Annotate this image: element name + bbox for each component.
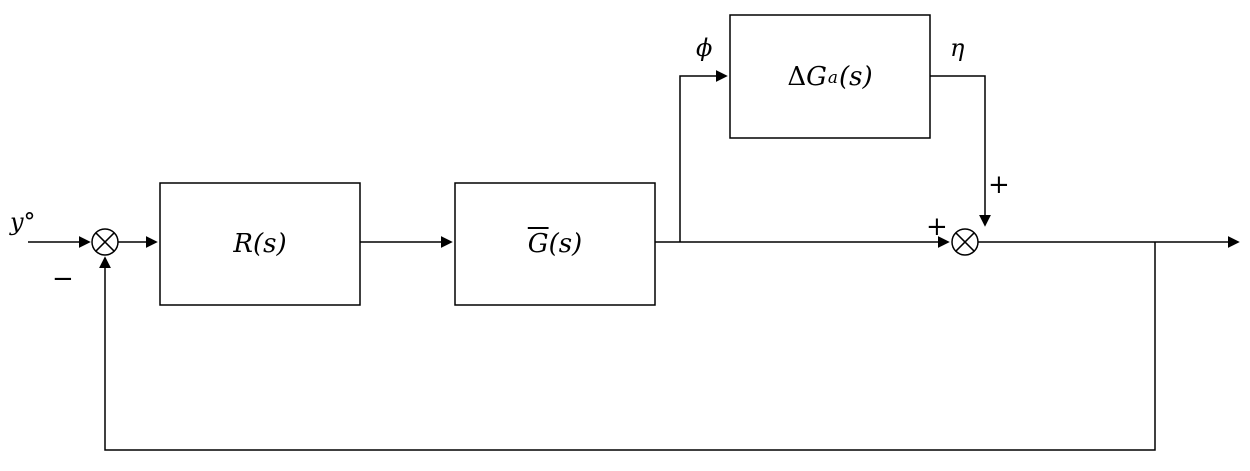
- feedback-line: [99, 242, 1156, 451]
- summing-junction-input: [91, 228, 119, 256]
- phi-label: ϕ: [696, 34, 713, 62]
- uncertainty-g-text: G: [806, 61, 827, 92]
- uncertainty-sub-text: a: [827, 66, 838, 87]
- plant-label: G(s): [455, 183, 655, 305]
- uncertainty-delta-text: Δ: [787, 61, 807, 92]
- summing-junction-output-cross: [955, 232, 975, 252]
- uncertainty-block: [729, 14, 931, 139]
- uncertainty-args-text: (s): [839, 61, 873, 92]
- summing-junction-output: [951, 228, 979, 256]
- input-label: y°: [10, 208, 36, 236]
- plant-gbar-text: G: [527, 229, 549, 259]
- plus-sign-left: +: [926, 212, 948, 242]
- plant-args-text: (s): [548, 229, 583, 259]
- plant-block: [454, 182, 656, 306]
- uncertainty-to-junction-line: [930, 75, 991, 227]
- branch-to-uncertainty-line: [679, 70, 728, 242]
- controller-block: [159, 182, 361, 306]
- eta-label: η: [950, 34, 965, 62]
- controller-label: R(s): [160, 183, 360, 305]
- minus-sign: −: [52, 264, 74, 294]
- controller-label-text: R(s): [233, 229, 287, 259]
- plus-sign-top: +: [988, 170, 1010, 200]
- summing-junction-input-cross: [95, 232, 115, 252]
